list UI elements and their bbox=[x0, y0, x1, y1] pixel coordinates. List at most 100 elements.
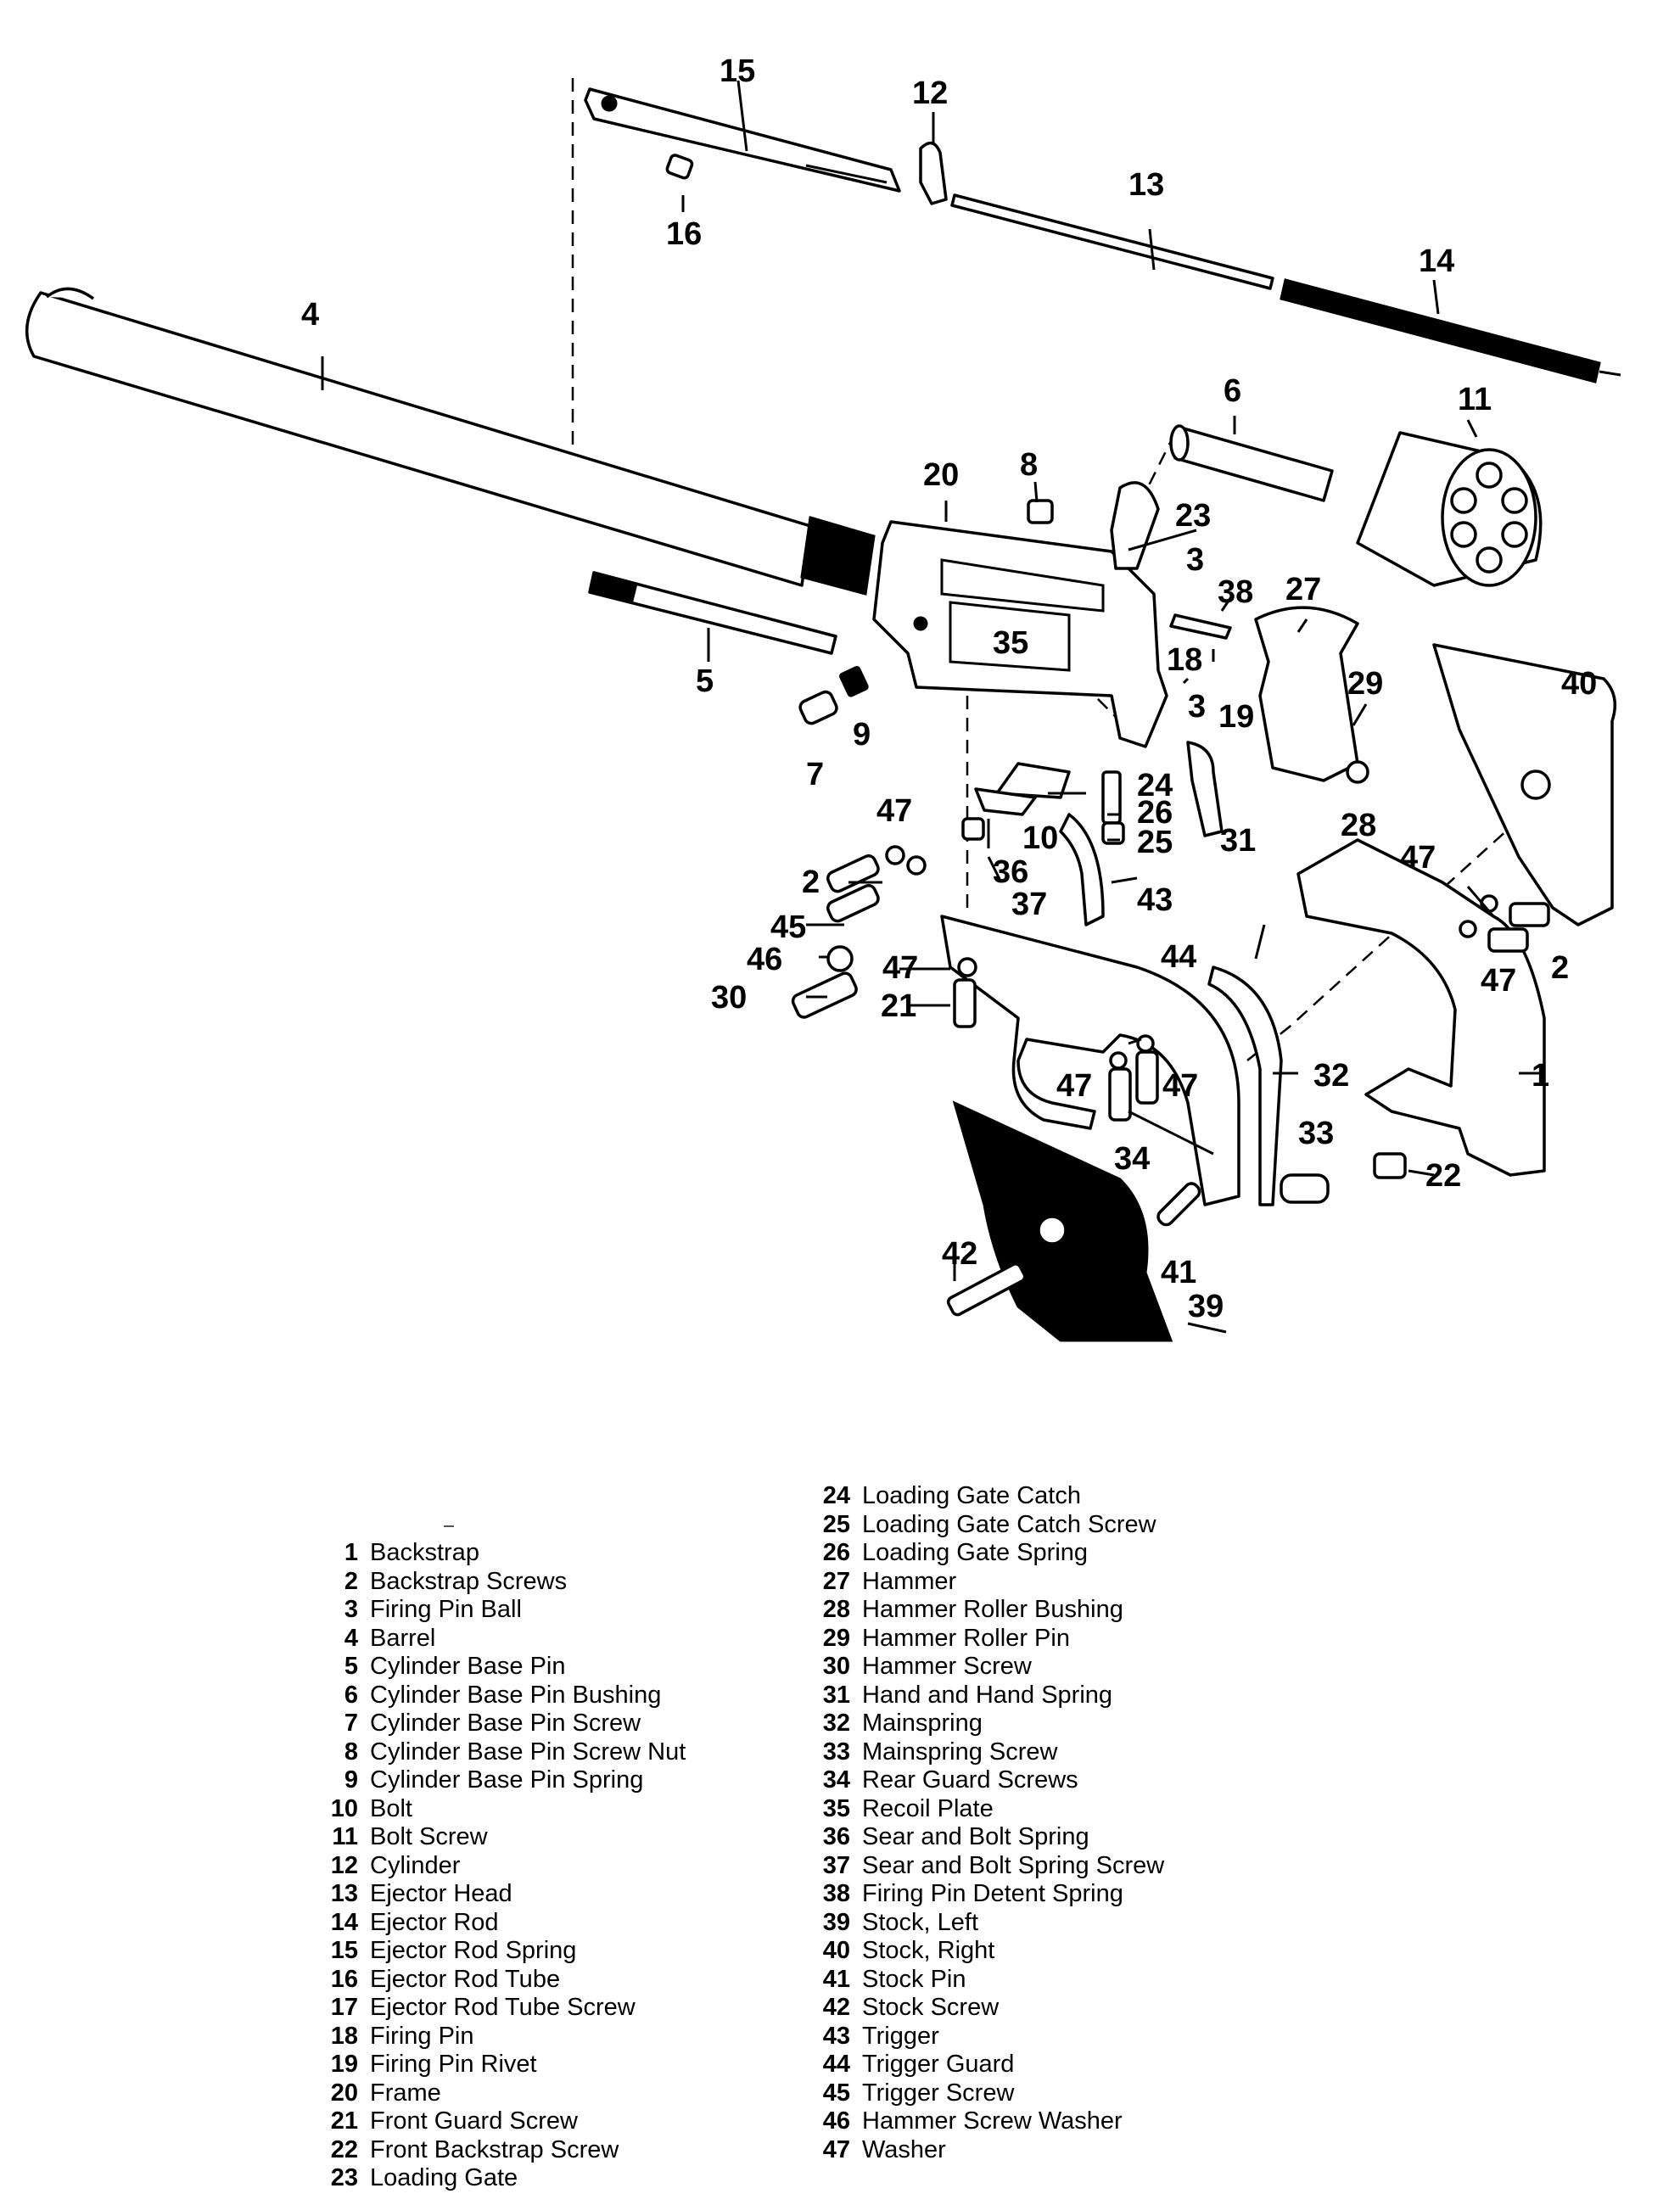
callout-1: 1 bbox=[1532, 1058, 1549, 1094]
trigger bbox=[1059, 813, 1105, 926]
backstrap-screw-b bbox=[1487, 927, 1529, 953]
legend-label: Firing Pin bbox=[370, 2022, 474, 2050]
washer-g bbox=[1459, 920, 1477, 938]
legend-label: Front Guard Screw bbox=[370, 2107, 578, 2135]
legend-number: 1 bbox=[344, 1539, 358, 1566]
washer-b bbox=[906, 855, 927, 876]
legend-number: 42 bbox=[822, 1994, 850, 2021]
callout-7: 7 bbox=[806, 757, 824, 792]
legend-number: 32 bbox=[822, 1710, 850, 1737]
stock-screw bbox=[946, 1262, 1027, 1317]
legend-label: Barrel bbox=[370, 1624, 436, 1652]
loading-gate bbox=[1110, 481, 1160, 570]
legend-label: Ejector Rod Spring bbox=[370, 1937, 577, 1964]
front-backstrap-screw bbox=[1373, 1152, 1407, 1179]
front-guard-screw bbox=[953, 978, 977, 1028]
callout-47e: 47 bbox=[1056, 1068, 1092, 1104]
legend-number: 10 bbox=[330, 1794, 358, 1822]
callout-13: 12 bbox=[912, 76, 948, 111]
callout-24: 24 bbox=[1137, 768, 1173, 803]
callout-34: 34 bbox=[1114, 1141, 1150, 1177]
callout-11: 2 bbox=[802, 865, 820, 900]
legend-entry: 4 Barrel bbox=[305, 1625, 686, 1654]
loading-gate-catch-screw bbox=[1101, 821, 1125, 845]
base-pin-screw-nut bbox=[1027, 499, 1054, 524]
legend-label: Trigger Screw bbox=[862, 2079, 1015, 2107]
callout-40: 40 bbox=[1561, 666, 1597, 702]
hammer bbox=[1254, 606, 1359, 782]
stock-left bbox=[952, 1100, 1173, 1342]
legend-label: Stock, Right bbox=[862, 1937, 995, 1964]
callout-28: 28 bbox=[1341, 808, 1376, 843]
callout-47b: 47 bbox=[1400, 840, 1436, 876]
leader-lines bbox=[321, 80, 1544, 1334]
firing-pin bbox=[1169, 613, 1232, 640]
ejector-head bbox=[919, 141, 948, 205]
ejector-rod bbox=[950, 193, 1274, 290]
legend-label: Sear and Bolt Spring Screw bbox=[862, 1851, 1165, 1879]
rear-guard-screw-b bbox=[1135, 1050, 1159, 1105]
legend-number: 20 bbox=[330, 2079, 358, 2107]
legend-label: Backstrap bbox=[370, 1539, 479, 1566]
legend-label: Stock Pin bbox=[862, 1965, 966, 1993]
callout-47c: 47 bbox=[882, 950, 918, 986]
sear-and-bolt-spring-screw bbox=[961, 817, 985, 841]
hand-and-hand-spring bbox=[1186, 741, 1224, 837]
legend-number: 36 bbox=[822, 1823, 850, 1850]
legend-number: 35 bbox=[822, 1794, 850, 1822]
legend-label: Ejector Head bbox=[370, 1880, 512, 1907]
legend-label: Cylinder Base Pin Bushing bbox=[370, 1681, 662, 1709]
rear-guard-screw-a bbox=[1108, 1067, 1132, 1122]
legend-label: Bolt bbox=[370, 1794, 412, 1822]
callout-31: 31 bbox=[1220, 823, 1256, 859]
legend-number: 7 bbox=[344, 1710, 358, 1737]
legend-label: Hammer Screw Washer bbox=[862, 2107, 1123, 2135]
legend-label: Ejector Rod bbox=[370, 1908, 499, 1936]
legend-label: Hammer Roller Bushing bbox=[862, 1596, 1123, 1623]
legend-number: 14 bbox=[330, 1908, 358, 1936]
legend-label: Cylinder Base Pin Screw Nut bbox=[370, 1738, 686, 1766]
legend-label: Hammer Screw bbox=[862, 1653, 1032, 1680]
legend-number: 34 bbox=[822, 1766, 850, 1794]
legend-number: 17 bbox=[330, 1994, 358, 2021]
callout-29: 29 bbox=[1347, 666, 1383, 702]
legend-number: 16 bbox=[330, 1965, 358, 1993]
legend-label: Hammer bbox=[862, 1567, 957, 1595]
legend-entry: 7 Cylinder Base Pin Screw bbox=[305, 1710, 686, 1738]
callout-43: 43 bbox=[1137, 882, 1173, 918]
legend-label: Cylinder Base Pin Screw bbox=[370, 1710, 641, 1737]
legend-number: 19 bbox=[330, 2051, 358, 2078]
legend-number: 26 bbox=[822, 1539, 850, 1566]
bolt bbox=[995, 762, 1071, 799]
hammer-roller-bushing bbox=[1346, 760, 1369, 784]
hammer-screw bbox=[791, 971, 858, 1019]
legend-number: 5 bbox=[344, 1653, 358, 1680]
legend-number: 4 bbox=[344, 1624, 358, 1652]
legend-label: Firing Pin Detent Spring bbox=[862, 1880, 1123, 1907]
callout-39: 39 bbox=[1188, 1289, 1224, 1324]
callout-10: 10 bbox=[1022, 820, 1058, 856]
legend-number: 41 bbox=[822, 1965, 850, 1993]
callout-3b: 3 bbox=[1188, 689, 1206, 725]
callout-35: 35 bbox=[993, 625, 1028, 661]
callout-21: 21 bbox=[881, 988, 916, 1024]
callout-45: 45 bbox=[770, 909, 806, 945]
legend-label: Trigger bbox=[862, 2022, 939, 2050]
callout-47d: 47 bbox=[1481, 963, 1516, 999]
